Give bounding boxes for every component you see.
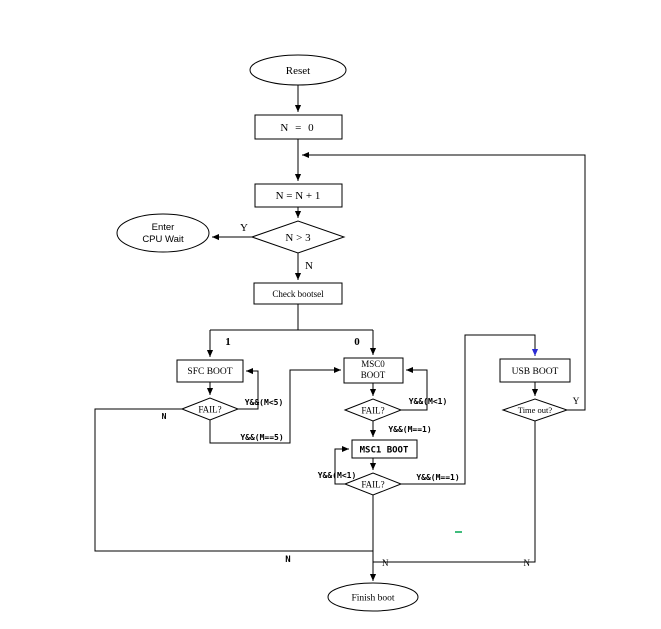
node-cpu-wait-label-line1: Enter [152,222,175,233]
edge-fail2-retry-loop [401,366,428,411]
edge-fail3-to-usb-blue [401,334,539,485]
label-y-to-cpu-wait: Y [240,222,248,234]
node-msc0-boot-label-line2: BOOT [361,370,386,380]
label-fail1-next: Y&&(M==5) [240,433,283,442]
edge-fail3-retry-loop [334,445,349,485]
node-fail1-label: FAIL? [198,405,221,415]
node-msc0-boot [343,357,404,384]
node-sfc-boot-label: SFC BOOT [187,367,232,377]
label-fail2-next: Y&&(M==1) [388,425,431,434]
node-msc1-boot [351,439,418,459]
node-timeout-label: Time out? [518,405,553,415]
node-usb-boot [499,358,571,383]
label-bottom-n-right: N [524,558,531,568]
node-reset [249,54,347,86]
node-n-gt-3-decision [250,220,346,254]
node-reset-label: Reset [286,65,310,77]
node-cpu-wait-label-line2: CPU Wait [142,234,184,245]
node-finish-boot [327,582,419,612]
node-fail2-decision [343,398,403,422]
node-n-inc-label: N = N + 1 [276,190,321,202]
node-fail3-decision [343,472,403,496]
label-fail1-n: N [162,412,167,421]
label-fail3-retry: Y&&(M<1) [318,471,357,480]
node-n-eq-0 [254,114,343,140]
label-timeout-y: Y [573,397,580,407]
node-sfc-boot [176,359,244,383]
node-usb-boot-label: USB BOOT [512,367,559,377]
edge-fail1-n-bottom [94,408,373,552]
label-fail2-retry: Y&&(M<1) [409,397,448,406]
node-n-inc [254,183,343,208]
label-branch-0: 0 [354,336,360,348]
node-finish-boot-label: Finish boot [351,594,394,604]
edge-fail1-to-msc0 [209,366,341,444]
label-bottom-n-left: N [285,555,290,565]
node-fail1-decision [180,397,240,421]
label-bottom-n-mid: N [382,558,389,568]
node-cpu-wait [116,213,210,253]
label-branch-1: 1 [225,336,231,348]
node-n-eq-0-label: N = 0 [280,122,315,134]
edge-fail1-retry-loop [238,367,259,410]
label-fail1-retry: Y&&(M<5) [245,398,284,407]
node-check-bootsel [253,282,343,305]
edge-timeout-y-feedback [302,151,586,411]
node-msc1-boot-label: MSC1 BOOT [360,446,409,456]
node-n-gt-3-label: N > 3 [285,232,311,244]
node-msc0-boot-label-line1: MSC0 [361,359,385,369]
label-n-to-check-bootsel: N [305,260,313,272]
node-fail2-label: FAIL? [361,406,384,416]
label-fail3-next: Y&&(M==1) [416,473,459,482]
node-check-bootsel-label: Check bootsel [272,289,324,299]
node-timeout-decision [501,398,569,422]
edge-timeout-n-bottom [373,421,536,563]
node-fail3-label: FAIL? [361,480,384,490]
